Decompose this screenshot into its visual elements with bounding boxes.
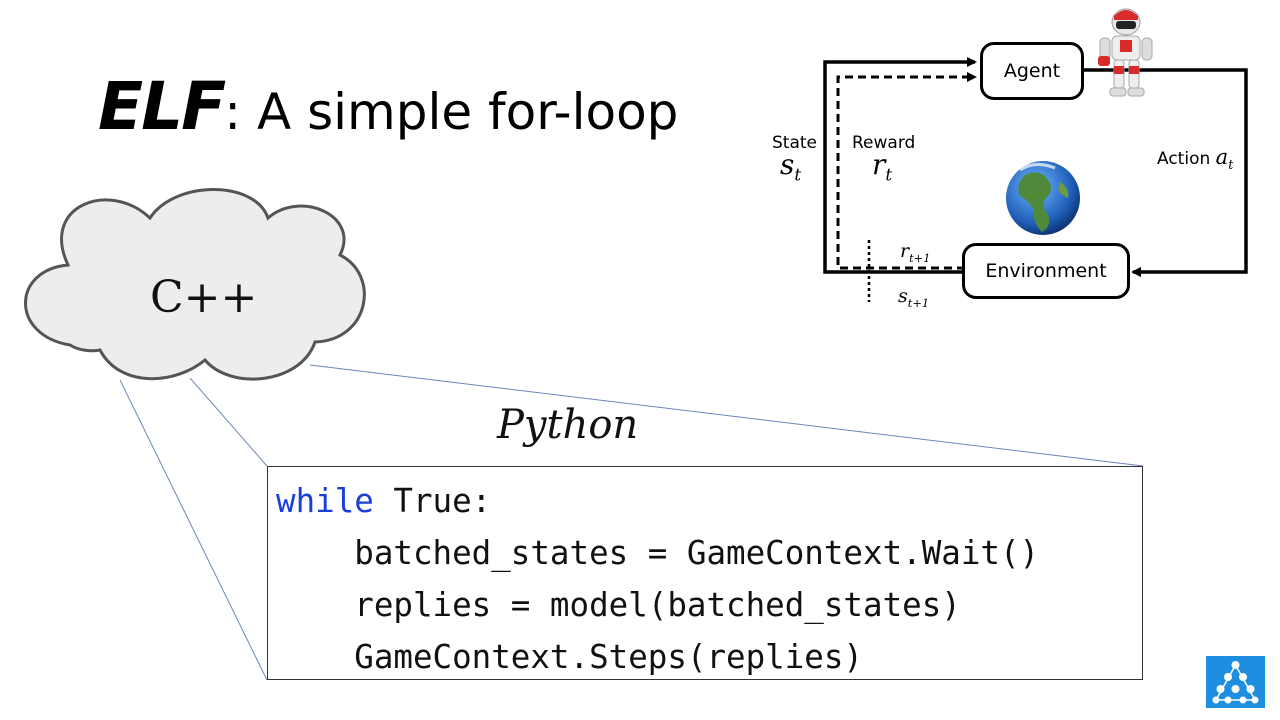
environment-node: Environment [962,243,1130,299]
code-line-4: GameContext.Steps(replies) [276,638,863,676]
earth-globe-icon [1006,161,1080,235]
state-symbol: st [780,148,802,185]
code-block: while True: batched_states = GameContext… [267,466,1143,680]
robot-icon [1098,8,1153,97]
code-line-2: batched_states = GameContext.Wait() [276,534,1040,572]
python-label: Python [497,402,639,448]
cloud-label: C++ [150,272,258,323]
reward-edge [836,72,977,270]
state-label: State [772,133,817,153]
code-text: while True: batched_states = GameContext… [276,475,1039,683]
agent-node: Agent [980,42,1084,100]
next-state-symbol: st+1 [898,285,930,310]
action-label: Action at [1157,145,1234,173]
connector-line-2 [189,377,268,467]
connector-line-1 [119,379,268,681]
slide-title: ELF: A simple for-loop [98,68,678,145]
connector-line-3 [309,364,1144,467]
triangle-dots-logo-icon [1206,656,1265,708]
cloud-shape [24,188,366,381]
agent-label: Agent [1003,60,1061,82]
environment-label: Environment [985,260,1107,282]
title-emphasis: ELF [98,68,226,145]
reward-label: Reward [852,133,916,153]
code-line-3: replies = model(batched_states) [276,586,961,624]
reward-symbol: rt [872,148,893,185]
state-edge [823,57,977,274]
next-reward-symbol: rt+1 [900,240,931,265]
title-text: : A simple for-loop [224,83,679,141]
code-line-1: True: [373,482,492,520]
action-edge [1083,68,1248,277]
code-keyword-while: while [276,482,374,520]
